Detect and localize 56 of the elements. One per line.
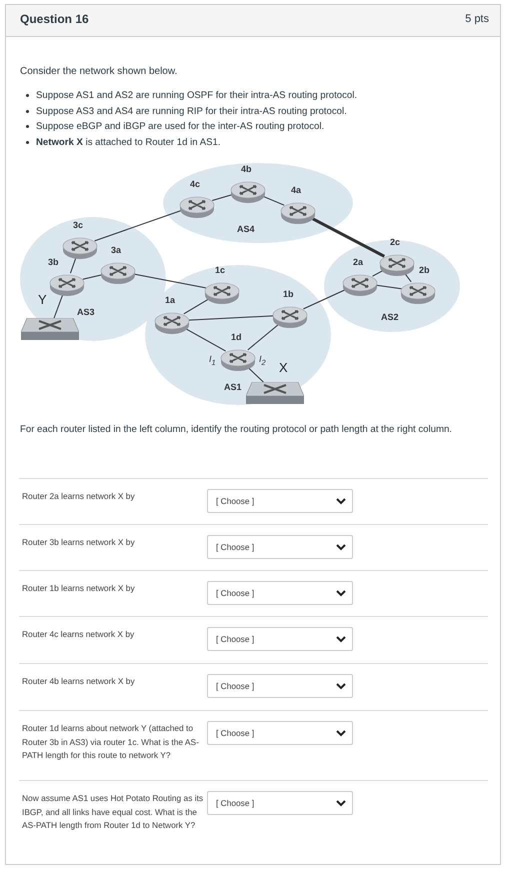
- link-line: [247, 322, 281, 350]
- dropdown-select: [ Choose ]: [207, 581, 353, 605]
- question-text: Router 3b learns network X by: [22, 536, 136, 549]
- as-label: AS3: [77, 307, 95, 317]
- as-label: AS2: [381, 312, 399, 322]
- router-label: 4b: [241, 164, 252, 174]
- router-label: 1b: [283, 289, 294, 299]
- dropdown-select: [ Choose ]: [207, 489, 353, 513]
- question-text: Now assume AS1 uses Hot Potato Routing as its IBGP, and all links have equal cost. What is the AS-PATH length from Router 1d to Network Y?: [22, 792, 204, 832]
- router-label: 3b: [48, 257, 59, 267]
- as-label: AS4: [237, 224, 255, 234]
- link-line: [188, 315, 274, 321]
- network-label: X: [279, 360, 288, 375]
- dropdown-select: [ Choose ]: [207, 535, 353, 559]
- router-label: 3c: [73, 220, 84, 230]
- as-label: AS1: [224, 382, 242, 392]
- bullet-text: Network X is attached to Router 1d in AS1.: [36, 137, 221, 148]
- router-label: 1a: [165, 295, 176, 305]
- dropdown-select: [ Choose ]: [207, 791, 353, 815]
- link-line: [134, 274, 206, 288]
- router-label: 2b: [419, 265, 430, 275]
- router-label: 4a: [291, 185, 302, 195]
- dropdown-select: [ Choose ]: [207, 627, 353, 651]
- router-label: 2a: [353, 257, 364, 267]
- network-label: Y: [38, 292, 47, 307]
- question-text: Router 4c learns network X by: [22, 628, 136, 641]
- bullet-text: Suppose AS3 and AS4 are running RIP for their intra-AS routing protocol.: [36, 106, 347, 117]
- interface-label: I$_{1}$: [209, 354, 216, 367]
- question-text: Router 4b learns network X by: [22, 675, 136, 688]
- question-text: Router 1d learns about network Y (attached to Router 3b in AS3) via router 1c. What is the AS-PATH length for this route to network Y?: [22, 722, 200, 762]
- intro-text: Consider the network shown below.: [20, 66, 178, 77]
- link-line: [184, 327, 226, 352]
- link-line: [376, 284, 402, 290]
- question-text: Router 2a learns network X by: [22, 490, 136, 503]
- dropdown-select: [ Choose ]: [207, 721, 353, 745]
- question-title: Question 16: [20, 12, 89, 26]
- question-text: Router 1b learns network X by: [22, 582, 136, 595]
- points-text: 5 pts: [465, 13, 489, 25]
- router-label: 3a: [111, 245, 122, 255]
- link-line: [403, 272, 412, 282]
- bullet-text: Suppose eBGP and iBGP are used for the inter-AS routing protocol.: [36, 121, 324, 132]
- router-label: 2c: [390, 237, 400, 247]
- instruction-text: For each router listed in the left column, identify the routing protocol or path length at the right column.: [20, 423, 453, 437]
- link-line: [372, 269, 385, 277]
- link-line: [310, 216, 386, 258]
- link-line: [94, 210, 183, 242]
- dropdown-select: [ Choose ]: [207, 674, 353, 698]
- router-label: 1d: [231, 332, 242, 342]
- link-line: [261, 195, 285, 206]
- router-label: 4c: [190, 179, 200, 189]
- link-line: [212, 194, 234, 202]
- link-line: [246, 366, 264, 382]
- router-label: 1c: [215, 265, 226, 275]
- link-line: [82, 274, 103, 280]
- interface-label: I$_{2}$: [259, 354, 266, 367]
- bullet-text: Suppose AS1 and AS2 are running OSPF for their intra-AS routing protocol.: [36, 90, 358, 101]
